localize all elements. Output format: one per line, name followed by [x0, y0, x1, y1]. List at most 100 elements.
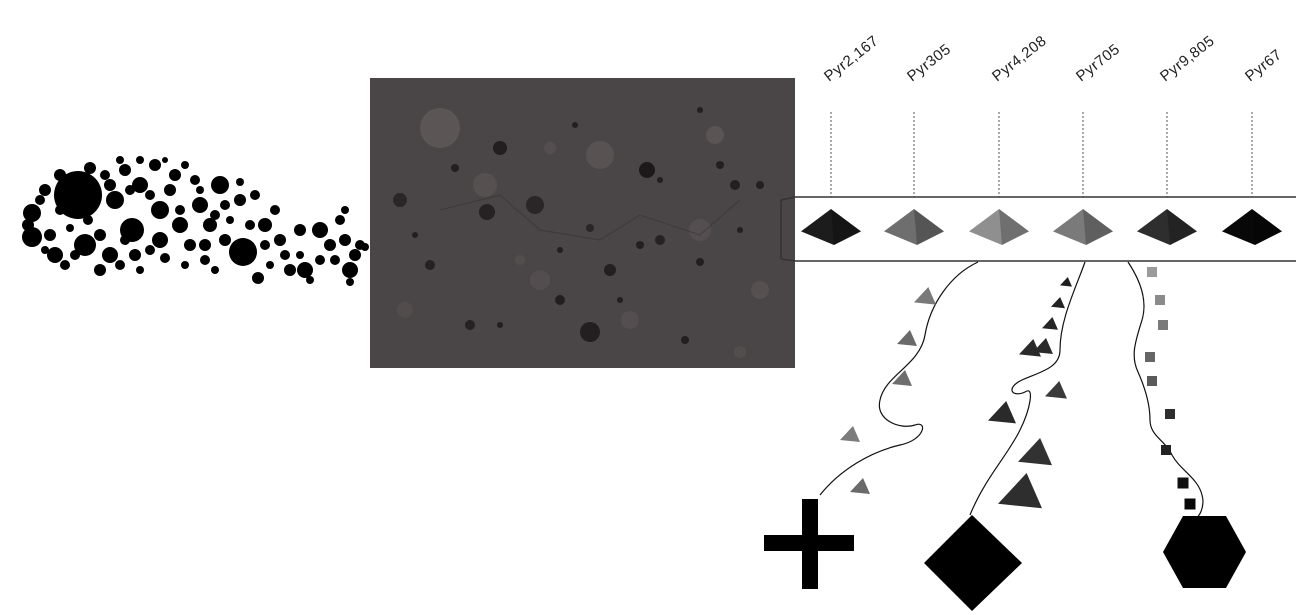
particle-dot [60, 260, 70, 270]
particle-dot [136, 266, 144, 274]
pyramid-icon [1137, 209, 1197, 245]
particle-dot [94, 229, 106, 241]
particle-dot [190, 175, 200, 185]
particle-dot [315, 255, 325, 265]
particle-dot [66, 224, 74, 232]
image-panel-spot [572, 122, 578, 128]
structure-label: Pyr705 [1073, 41, 1123, 86]
particle-dot [196, 186, 204, 194]
hexagon-icon [1163, 516, 1246, 588]
particle-dot [192, 197, 208, 213]
particle-dot [129, 249, 141, 261]
image-panel-spot [681, 336, 689, 344]
particle-dot [125, 185, 135, 195]
particle-dot [346, 278, 354, 286]
structure-strip [780, 196, 1296, 262]
image-panel-spot [586, 224, 594, 232]
flow-string-middle [969, 261, 1086, 516]
diamond-icon [924, 515, 1022, 611]
particle-dot [94, 264, 106, 276]
structure-label: Pyr2,167 [821, 32, 882, 85]
particle-dot [132, 177, 148, 193]
structure-column: Pyr67 [1222, 46, 1285, 245]
particle-dot [90, 185, 100, 195]
pyramid-shade [914, 209, 944, 245]
particle-dot [306, 276, 314, 284]
particle-dot [120, 235, 130, 245]
image-panel-spot [737, 227, 743, 233]
structure-column: Pyr2,167 [801, 32, 882, 245]
particle-dot [236, 178, 244, 186]
outcome-glyphs [764, 499, 1246, 611]
particle-dot [266, 261, 274, 269]
image-panel-spot [756, 181, 764, 189]
pyramid-shade [831, 209, 861, 245]
particle-dot [162, 157, 168, 163]
square-marker [1177, 477, 1189, 489]
particle-dot [341, 206, 349, 214]
image-panel-spot [655, 235, 665, 245]
particle-dot [136, 156, 144, 164]
flow-strings [819, 261, 1204, 517]
particle-dot [175, 205, 185, 215]
particle-dot [22, 227, 42, 247]
image-panel-trace [439, 194, 741, 241]
particle-dot [35, 195, 45, 205]
pyramid-marker [914, 287, 936, 305]
particle-dot [39, 184, 51, 196]
pyramid-marker [998, 473, 1042, 509]
image-panel-spot [425, 260, 435, 270]
particle-dot [104, 179, 116, 191]
particle-dot [149, 159, 161, 171]
particle-dot [184, 239, 196, 251]
pyramid-marker [840, 426, 860, 442]
particle-dot [54, 171, 102, 219]
particle-dot [234, 194, 246, 206]
particle-dot [181, 161, 189, 169]
particle-dot [160, 253, 170, 263]
particle-dot [145, 190, 155, 200]
strip-corner-top [780, 196, 796, 201]
particle-dot [211, 266, 219, 274]
particle-dot [100, 170, 110, 180]
particle-dot [116, 156, 124, 164]
square-marker [1158, 320, 1168, 330]
particle-dot [23, 204, 41, 222]
particle-dot [199, 239, 211, 251]
image-panel-spot [657, 177, 663, 183]
image-panel-spot [473, 173, 497, 197]
image-panel-spot [751, 281, 769, 299]
image-panel-spots [393, 107, 769, 358]
pyramid-marker [1051, 297, 1065, 309]
structure-label: Pyr4,208 [989, 32, 1050, 85]
particle-dot [274, 234, 286, 246]
particle-dot [181, 261, 189, 269]
flow-string-right [1127, 261, 1204, 517]
particle-dot [258, 218, 272, 232]
particle-dot [115, 260, 125, 270]
pyramid-shade [1252, 209, 1282, 245]
particle-dot [220, 200, 230, 210]
square-marker [1147, 267, 1157, 277]
structure-column: Pyr705 [1053, 41, 1123, 245]
square-marker [1161, 445, 1171, 455]
image-panel-spot [621, 311, 639, 329]
square-marker [1147, 376, 1157, 386]
image-panel-spot [639, 162, 655, 178]
particle-dot [260, 240, 270, 250]
particle-dot [152, 232, 168, 248]
particle-dot [22, 219, 34, 231]
image-panel-spot [515, 255, 525, 265]
particle-dot [294, 224, 306, 236]
pyramid-marker [897, 330, 917, 346]
particle-dot [145, 245, 155, 255]
particle-dot [119, 164, 131, 176]
particle-dot [54, 169, 66, 181]
particle-dot [361, 243, 369, 251]
image-panel-spot [393, 193, 407, 207]
square-marker [1145, 352, 1155, 362]
particle-dot [41, 246, 49, 254]
structure-column: Pyr9,805 [1137, 32, 1218, 245]
particle-dot [335, 215, 345, 225]
